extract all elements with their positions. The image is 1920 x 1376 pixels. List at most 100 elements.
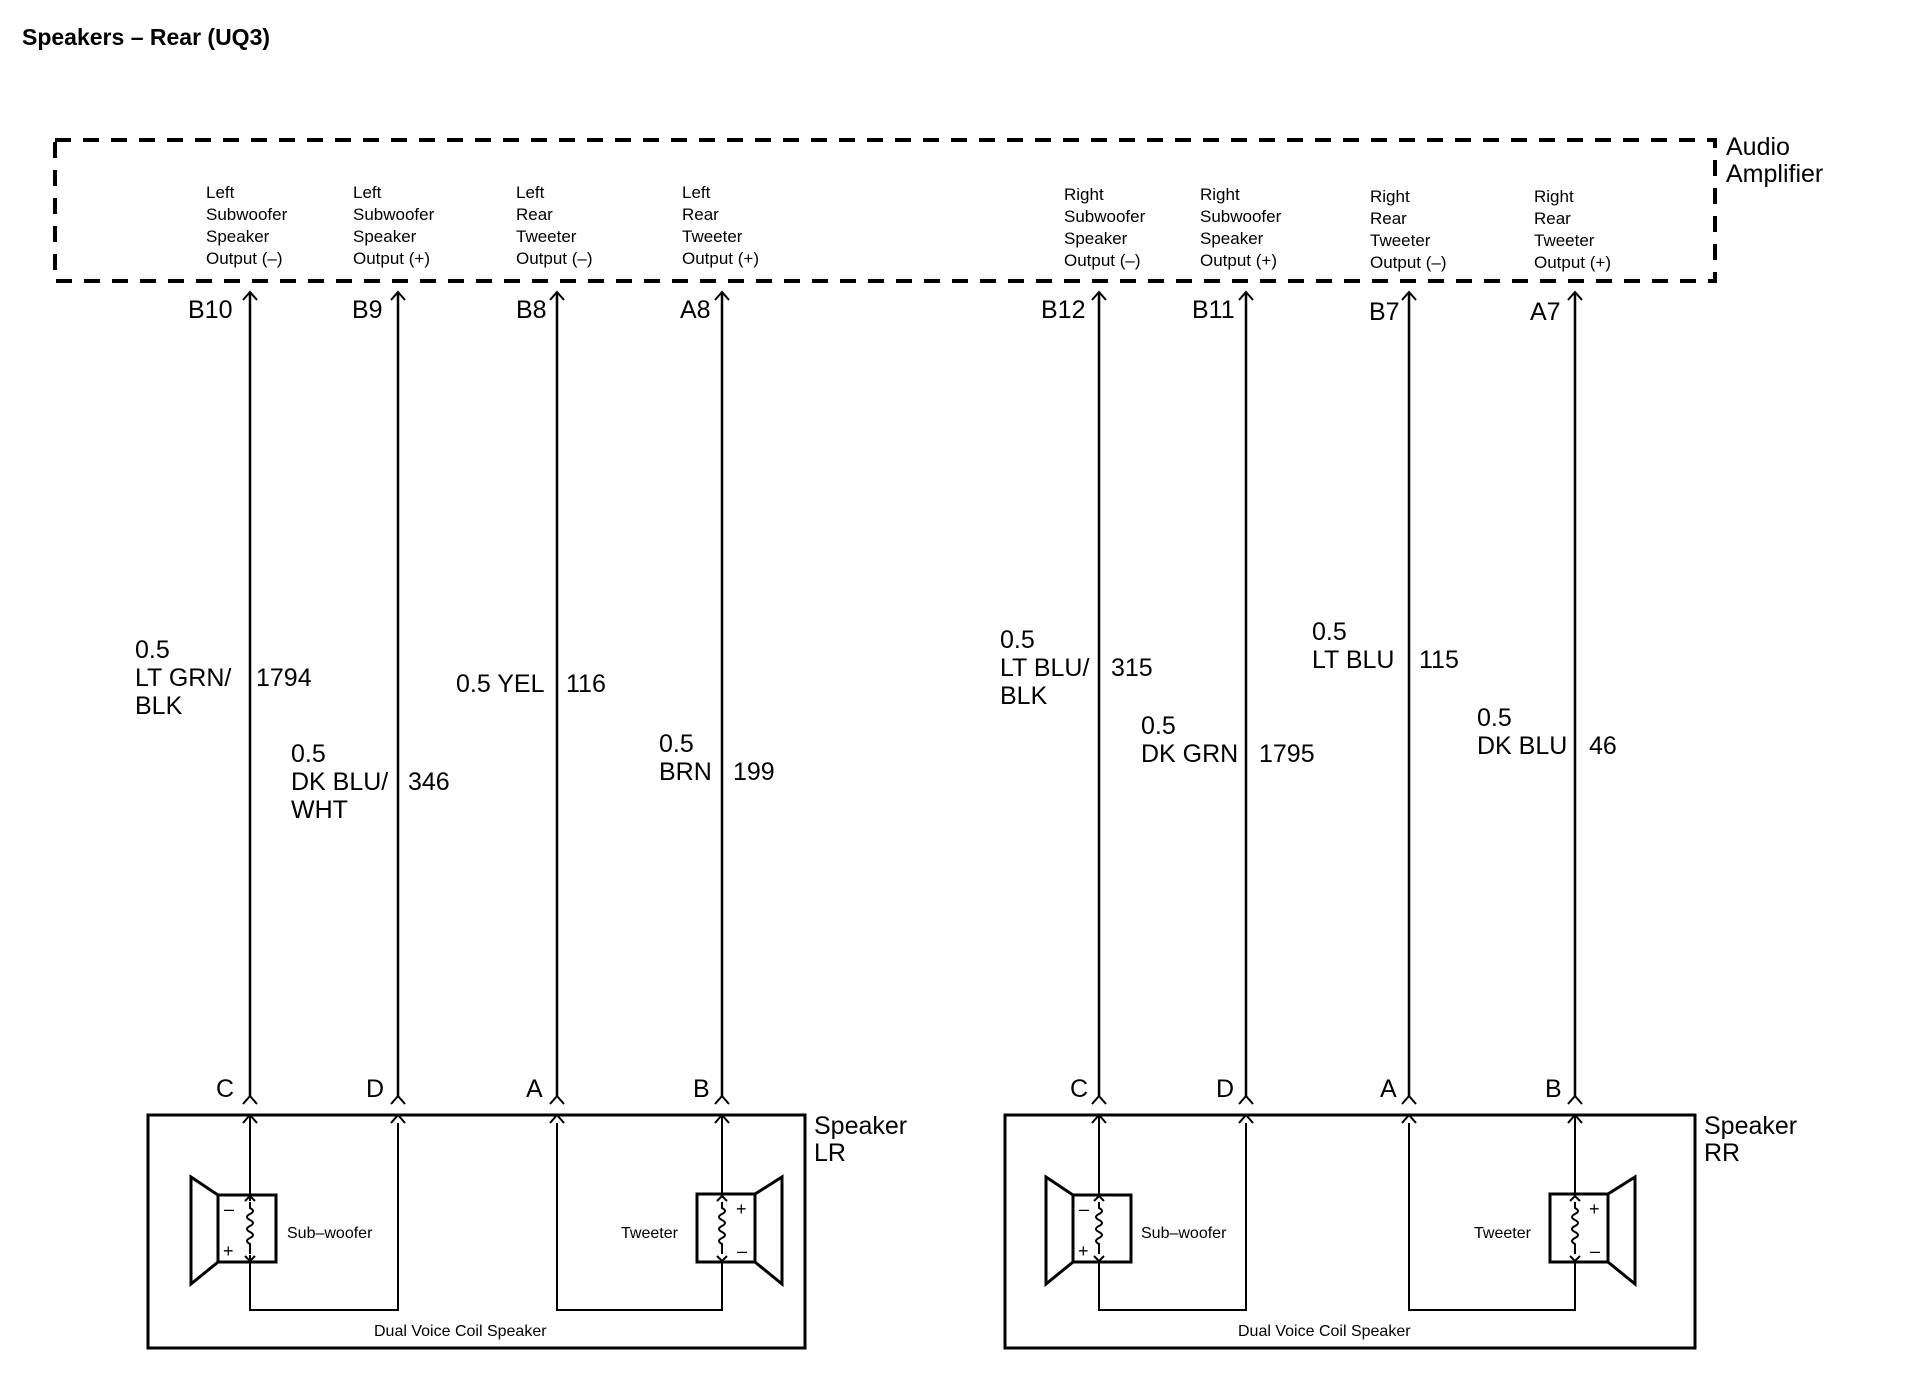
output-label: Rear — [1370, 209, 1407, 228]
speaker-pin-label: D — [1216, 1075, 1234, 1103]
minus-sign: – — [1079, 1199, 1089, 1219]
output-label: Right — [1370, 187, 1410, 206]
circuit-number: 115 — [1419, 646, 1459, 674]
output-label: Tweeter — [682, 227, 743, 246]
output-label: Subwoofer — [353, 205, 435, 224]
amplifier-output-right-tweeter-neg: Right Rear Tweeter Output (–) — [1370, 187, 1447, 272]
pin-label: B11 — [1192, 296, 1235, 324]
amplifier-output-left-sub-pos: Left Subwoofer Speaker Output (+) — [353, 183, 435, 268]
pin-label: A8 — [680, 296, 711, 324]
plus-sign: + — [1078, 1241, 1089, 1261]
wire-115 — [1401, 290, 1417, 1105]
output-label: Output (–) — [516, 249, 593, 268]
speaker-caption: Dual Voice Coil Speaker — [1238, 1323, 1411, 1340]
speaker-label: LR — [814, 1139, 846, 1167]
wire-color: WHT — [291, 796, 348, 824]
wire-color: BLK — [135, 692, 183, 720]
output-label: Left — [206, 183, 235, 202]
wire-color: 0.5 — [1312, 618, 1347, 646]
output-label: Output (+) — [1200, 251, 1277, 270]
circuit-number: 346 — [408, 768, 450, 796]
output-label: Speaker — [1064, 229, 1128, 248]
speaker-rr-box — [1003, 1113, 1697, 1350]
output-label: Tweeter — [1370, 231, 1431, 250]
wire-315 — [1091, 290, 1107, 1105]
plus-sign: + — [223, 1241, 234, 1261]
minus-sign: – — [224, 1199, 234, 1219]
amplifier-label: Amplifier — [1726, 160, 1823, 188]
wire-label-46: 0.5 DK BLU 46 — [1477, 704, 1617, 760]
wire-color: LT BLU/ — [1000, 654, 1089, 682]
output-label: Rear — [516, 205, 553, 224]
wire-label-115: 0.5 LT BLU 115 — [1312, 618, 1459, 674]
circuit-number: 199 — [733, 758, 775, 786]
wire-label-315: 0.5 LT BLU/ BLK 315 — [1000, 626, 1153, 710]
output-label: Tweeter — [516, 227, 577, 246]
amplifier-label: Audio — [1726, 133, 1790, 161]
subwoofer-label: Sub–woofer — [1141, 1225, 1227, 1242]
plus-sign: + — [736, 1199, 747, 1219]
pin-label: B9 — [352, 296, 383, 324]
diagram-title: Speakers – Rear (UQ3) — [22, 24, 270, 50]
tweeter-label: Tweeter — [1474, 1225, 1532, 1242]
speaker-lr: Speaker LR – + Sub–woofer — [146, 1112, 907, 1350]
amplifier-output-right-sub-pos: Right Subwoofer Speaker Output (+) — [1200, 185, 1282, 270]
circuit-number: 46 — [1589, 732, 1617, 760]
circuit-number: 315 — [1111, 654, 1153, 682]
wire-label-1795: 0.5 DK GRN 1795 — [1141, 712, 1315, 768]
wire-label-346: 0.5 DK BLU/ WHT 346 — [291, 740, 450, 824]
speaker-pin-label: C — [1070, 1075, 1088, 1103]
tweeter-symbol: + – — [1548, 1174, 1637, 1288]
output-label: Tweeter — [1534, 231, 1595, 250]
wire-color: BLK — [1000, 682, 1048, 710]
speaker-caption: Dual Voice Coil Speaker — [374, 1323, 547, 1340]
speaker-label: RR — [1704, 1139, 1740, 1167]
amplifier-output-left-tweeter-pos: Left Rear Tweeter Output (+) — [682, 183, 759, 268]
wire-46 — [1567, 290, 1583, 1105]
output-label: Rear — [682, 205, 719, 224]
pin-label: A7 — [1530, 298, 1561, 326]
output-label: Right — [1200, 185, 1240, 204]
speaker-pin-label: A — [1380, 1075, 1397, 1103]
circuit-number: 116 — [566, 670, 606, 698]
wire-1795 — [1238, 290, 1254, 1105]
wire-color: 0.5 — [1477, 704, 1512, 732]
minus-sign: – — [1590, 1241, 1600, 1261]
speaker-pin-label: C — [216, 1075, 234, 1103]
output-label: Left — [682, 183, 711, 202]
speaker-pin-label: A — [526, 1075, 543, 1103]
pin-label: B7 — [1369, 298, 1400, 326]
output-label: Output (+) — [682, 249, 759, 268]
wire-color: 0.5 — [659, 730, 694, 758]
wire-label-1794: 0.5 LT GRN/ BLK 1794 — [135, 636, 312, 720]
wire-color: 0.5 — [1141, 712, 1176, 740]
wire-label-116: 0.5 YEL 116 — [456, 670, 606, 698]
amplifier-output-left-sub-neg: Left Subwoofer Speaker Output (–) — [206, 183, 288, 268]
wire-color: 0.5 — [291, 740, 326, 768]
output-label: Subwoofer — [1064, 207, 1146, 226]
amplifier-output-left-tweeter-neg: Left Rear Tweeter Output (–) — [516, 183, 593, 268]
speaker-rr: Speaker RR – + Sub–woofer + — [1003, 1112, 1797, 1350]
output-label: Speaker — [353, 227, 417, 246]
wire-color: 0.5 YEL — [456, 670, 545, 698]
wire-color: DK BLU — [1477, 732, 1567, 760]
speaker-lr-box — [146, 1113, 807, 1350]
plus-sign: + — [1589, 1199, 1600, 1219]
output-label: Left — [353, 183, 382, 202]
tweeter-label: Tweeter — [621, 1225, 679, 1242]
wire-color: BRN — [659, 758, 712, 786]
subwoofer-label: Sub–woofer — [287, 1225, 373, 1242]
subwoofer-symbol: – + — [1044, 1174, 1133, 1288]
pin-label: B10 — [188, 296, 232, 324]
wire-199 — [714, 290, 730, 1105]
wire-116 — [549, 290, 565, 1105]
speaker-pin-label: D — [366, 1075, 384, 1103]
output-label: Right — [1064, 185, 1104, 204]
wire-color: 0.5 — [135, 636, 170, 664]
wires — [242, 290, 1583, 1105]
output-label: Speaker — [206, 227, 270, 246]
wire-color: 0.5 — [1000, 626, 1035, 654]
subwoofer-symbol: – + — [189, 1174, 278, 1288]
wire-color: DK BLU/ — [291, 768, 388, 796]
